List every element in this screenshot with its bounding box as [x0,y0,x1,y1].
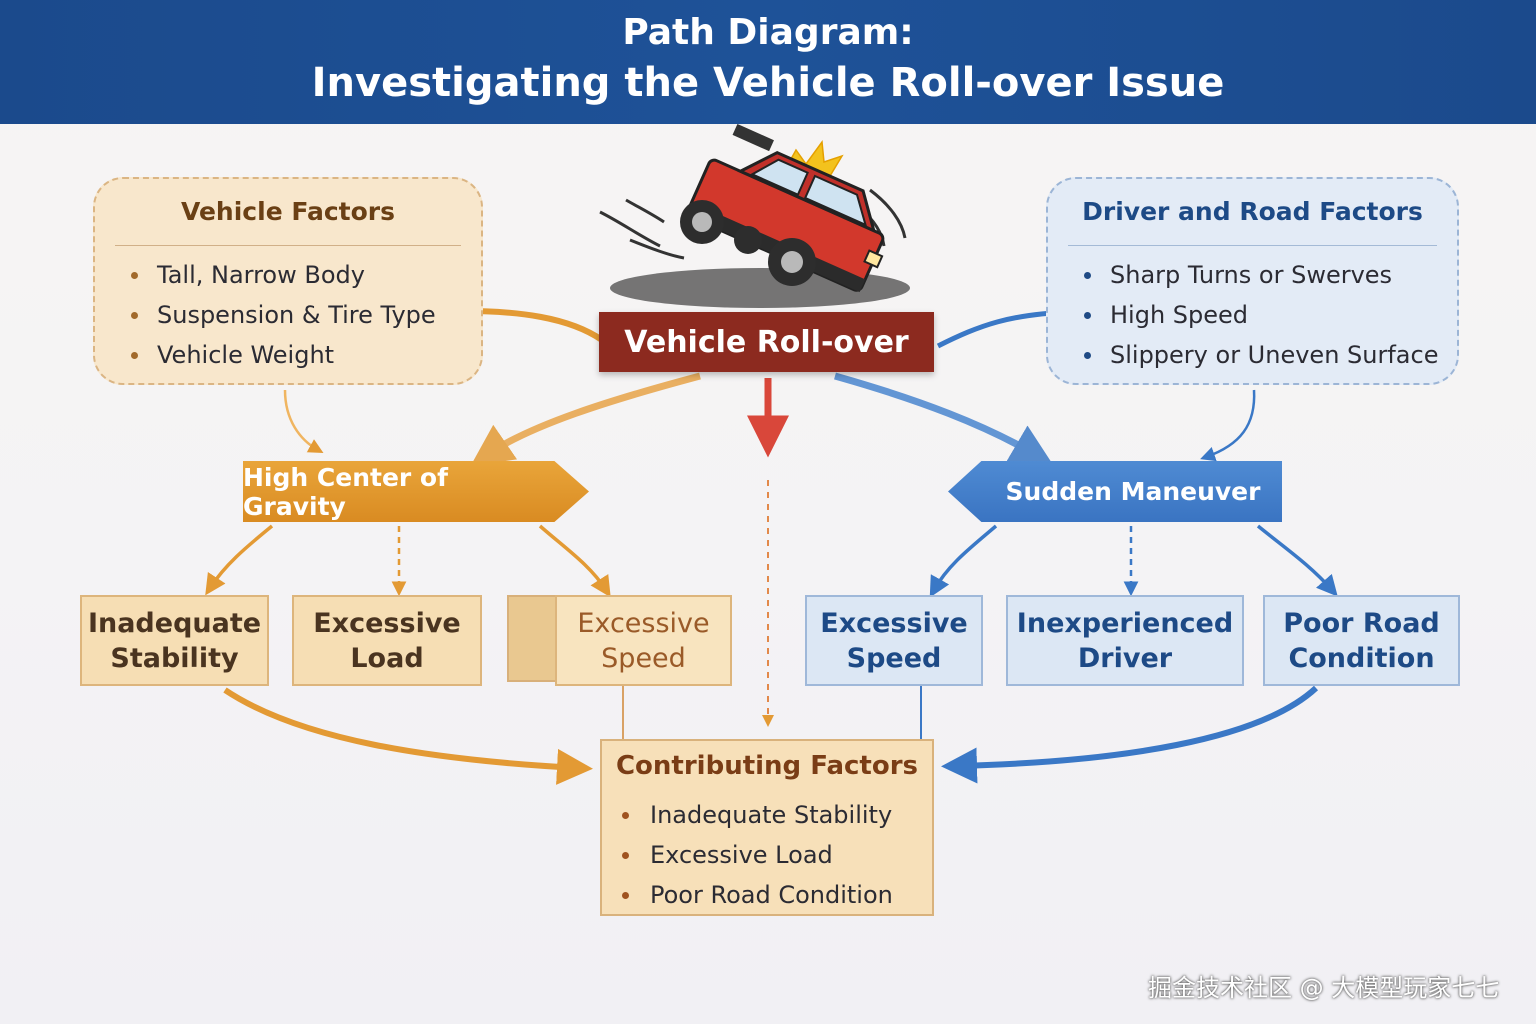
arrow-rollover-to-gravity [470,372,701,466]
list-item: Sharp Turns or Swerves [1084,255,1438,295]
high-center-of-gravity-banner: High Center of Gravity [243,461,589,522]
bullet-icon [131,312,138,319]
vehicle-factors-panel: Vehicle Factors Tall, Narrow Body Suspen… [93,177,483,385]
list-item: Poor Road Condition [622,875,893,915]
list-item: Tall, Narrow Body [131,255,436,295]
sudden-maneuver-banner: Sudden Maneuver [948,461,1282,522]
arrow-poor-road-to-contributing [941,685,1319,784]
vehicle-rollover-node: Vehicle Roll-over [599,312,934,372]
excessive-load-node: Excessive Load [292,595,482,686]
driver-road-factors-list: Sharp Turns or Swerves High Speed Slippe… [1084,255,1438,375]
driver-road-factors-panel: Driver and Road Factors Sharp Turns or S… [1046,177,1459,385]
list-item: High Speed [1084,295,1438,335]
poor-road-condition-node: Poor Road Condition [1263,595,1460,686]
arrow-gravity-to-excessive-speed [538,524,611,598]
bullet-icon [1084,312,1091,319]
inexperienced-driver-node: Inexperienced Driver [1006,595,1244,686]
arrow-driver-panel-to-maneuver [1200,389,1256,462]
excessive-speed-node-orange: Excessive Speed [555,595,732,686]
bullet-icon [131,352,138,359]
vehicle-factors-title: Vehicle Factors [181,197,395,226]
arrow-vehicle-factors-to-gravity [283,389,324,454]
list-item-text: Excessive Load [650,841,833,869]
list-item: Slippery or Uneven Surface [1084,335,1438,375]
excessive-speed-node-blue: Excessive Speed [805,595,983,686]
bullet-icon [622,852,629,859]
bullet-icon [1084,352,1091,359]
bullet-icon [622,892,629,899]
panel-divider [1068,245,1437,246]
panel-divider [115,245,461,246]
arrow-rollover-to-maneuver [834,372,1054,465]
watermark-text: 掘金技术社区 @ 大模型玩家七七 [1148,974,1500,1002]
arrow-stability-to-contributing [223,687,593,785]
arrow-maneuver-to-excessive-speed [929,524,998,598]
vehicle-factors-list: Tall, Narrow Body Suspension & Tire Type… [131,255,436,375]
list-item-text: Inadequate Stability [650,801,893,829]
diagram-title-line2: Investigating the Vehicle Roll-over Issu… [311,60,1225,106]
bullet-icon [1084,272,1091,279]
contributing-factors-list: Inadequate Stability Excessive Load Poor… [622,795,893,915]
driver-road-factors-title: Driver and Road Factors [1082,197,1423,226]
list-item-text: Poor Road Condition [650,881,893,909]
list-item-text: Tall, Narrow Body [157,261,365,289]
arrow-gravity-to-inadequate-stability [205,524,274,596]
list-item-text: Sharp Turns or Swerves [1110,261,1393,289]
bullet-icon [622,812,629,819]
arrow-maneuver-to-poor-road [1256,524,1338,597]
contributing-factors-title: Contributing Factors [615,751,919,781]
contributing-factors-node: Contributing Factors Inadequate Stabilit… [600,739,934,916]
list-item-text: Vehicle Weight [157,341,335,369]
list-item-text: Slippery or Uneven Surface [1110,341,1439,369]
inadequate-stability-node: Inadequate Stability [80,595,269,686]
list-item: Inadequate Stability [622,795,893,835]
list-item-text: High Speed [1110,301,1249,329]
rolling-car-icon [599,123,910,308]
header-bar: Path Diagram: Investigating the Vehicle … [0,0,1536,124]
bullet-icon [131,272,138,279]
list-item: Vehicle Weight [131,335,436,375]
list-item-text: Suspension & Tire Type [157,301,436,329]
list-item: Excessive Load [622,835,893,875]
diagram-title-line1: Path Diagram: [622,12,914,53]
list-item: Suspension & Tire Type [131,295,436,335]
